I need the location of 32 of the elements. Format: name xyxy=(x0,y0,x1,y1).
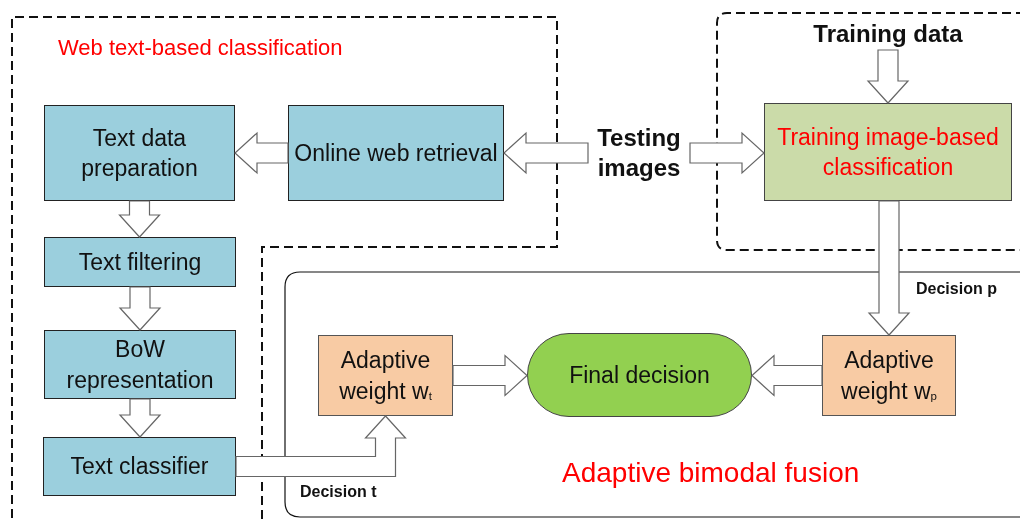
block-arrow xyxy=(118,398,162,438)
dashed-region xyxy=(12,17,557,519)
block-arrow xyxy=(503,131,589,175)
block-arrow xyxy=(234,131,289,175)
block-arrow xyxy=(867,200,911,336)
edge-label: Decision p xyxy=(914,280,999,298)
block-arrow xyxy=(751,354,823,397)
node-text: Text filtering xyxy=(77,247,203,277)
node-text: Final decision xyxy=(568,360,711,390)
node-text: Training data xyxy=(812,19,964,49)
node-text: Text data preparation xyxy=(80,123,199,183)
process-box xyxy=(44,237,236,287)
process-box xyxy=(43,437,236,496)
process-box xyxy=(44,105,235,201)
node-text: Text classifier xyxy=(69,452,210,482)
block-arrow xyxy=(235,415,407,478)
region-title: Adaptive bimodal fusion xyxy=(562,456,860,490)
process-box xyxy=(44,330,236,399)
process-box xyxy=(288,105,504,201)
process-box xyxy=(764,103,1012,201)
block-arrow xyxy=(118,286,162,331)
block-arrow xyxy=(866,49,910,104)
process-box xyxy=(318,335,453,416)
process-box xyxy=(822,335,956,416)
node-text: Testing images xyxy=(596,123,682,183)
block-arrow xyxy=(118,200,161,238)
node-text: Online web retrieval xyxy=(293,138,499,168)
node-text: BoW representation xyxy=(65,335,215,395)
region-title: Web text-based classification xyxy=(58,34,343,62)
block-arrow xyxy=(452,354,528,397)
node-text: Training image-based classification xyxy=(776,122,1000,182)
block-arrow xyxy=(689,131,765,175)
